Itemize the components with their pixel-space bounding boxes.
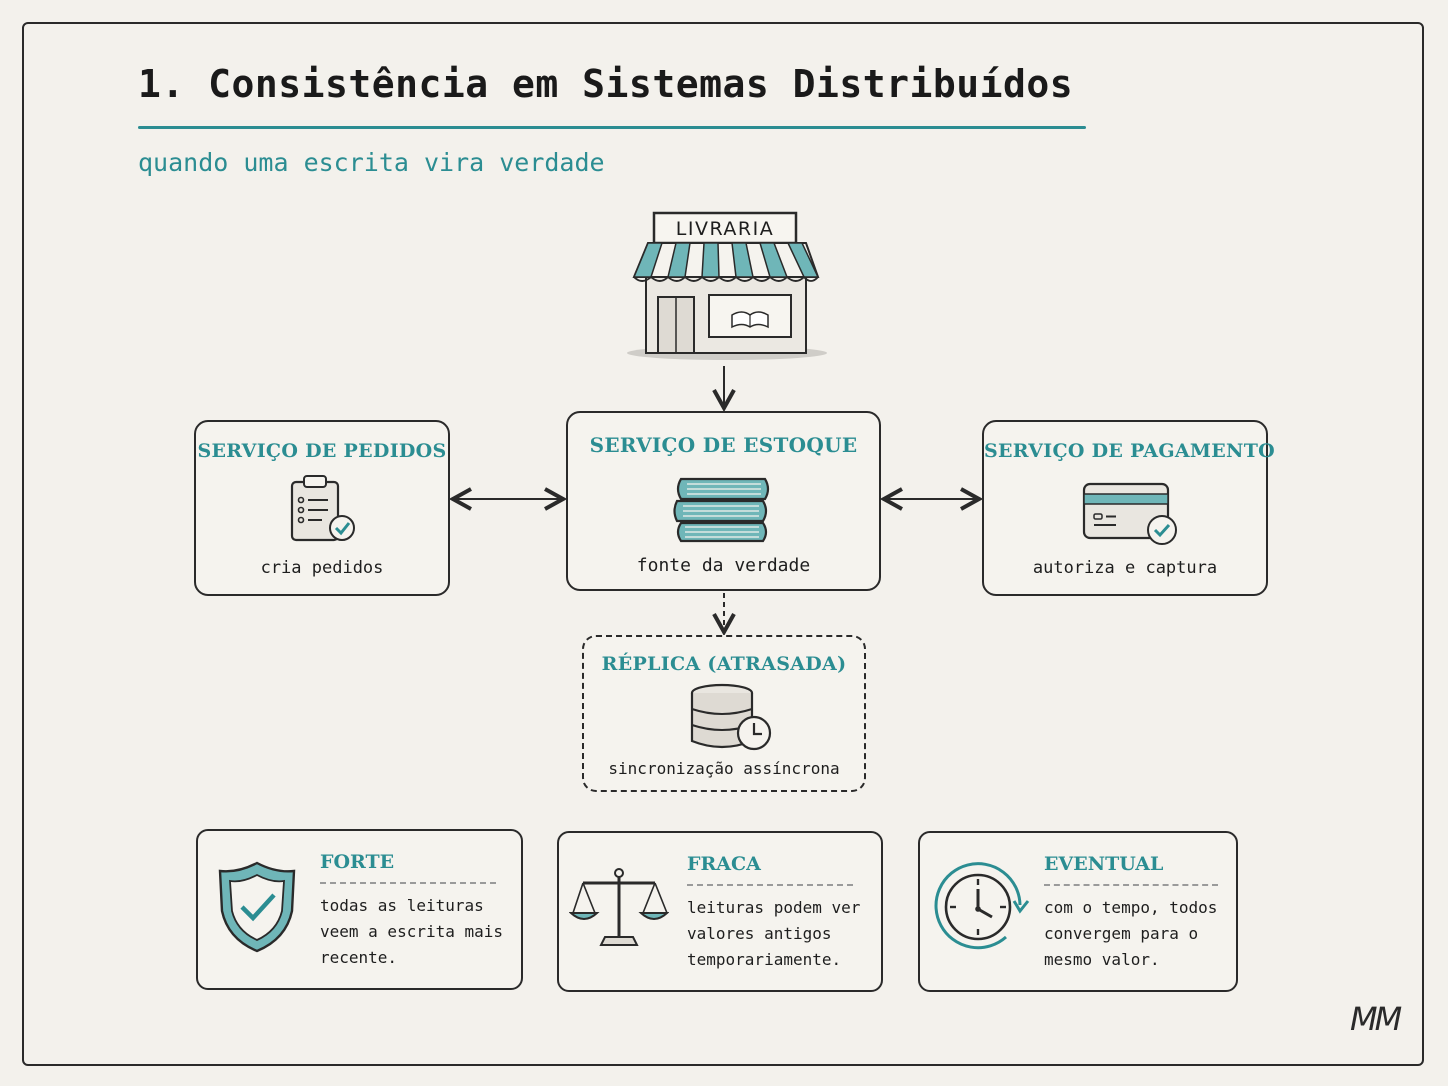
replica-box: RÉPLICA (ATRASADA) sincronização assíncr… (582, 635, 866, 792)
eventual-card-line: mesmo valor. (1044, 950, 1160, 969)
payment-service-title: SERVIÇO DE PAGAMENTO (984, 440, 1275, 462)
strong-card-divider (320, 882, 496, 884)
clock-cycle-icon (934, 862, 1030, 950)
eventual-card-text: com o tempo, todos convergem para o mesm… (1044, 895, 1217, 973)
shield-check-icon (218, 861, 296, 953)
orders-service-title: SERVIÇO DE PEDIDOS (197, 440, 447, 462)
weak-card-title: FRACA (687, 853, 761, 875)
database-clock-icon (690, 683, 772, 751)
eventual-card-line: convergem para o (1044, 924, 1199, 943)
weak-card-line: temporariamente. (687, 950, 842, 969)
inventory-service-title: SERVIÇO DE ESTOQUE (589, 433, 858, 457)
orders-service-caption: cria pedidos (260, 558, 384, 578)
eventual-card-divider (1044, 884, 1218, 886)
replica-caption: sincronização assíncrona (608, 759, 840, 778)
eventual-card-line: com o tempo, todos (1044, 898, 1218, 917)
bookstore-illustration: LIVRARIA (627, 211, 827, 360)
clipboard-check-icon (290, 475, 355, 542)
payment-service-box: SERVIÇO DE PAGAMENTO autoriza e captura (982, 420, 1275, 596)
strong-card-line: todas as leituras (320, 896, 484, 915)
page-subtitle: quando uma escrita vira verdade (138, 148, 605, 177)
inventory-service-box: SERVIÇO DE ESTOQUE fonte da verdade (566, 411, 881, 591)
eventual-consistency-card: EVENTUAL com o tempo, todos convergem pa… (918, 831, 1238, 992)
eventual-card-title: EVENTUAL (1044, 853, 1164, 875)
strong-card-text: todas as leituras veem a escrita mais re… (320, 893, 503, 971)
payment-service-caption: autoriza e captura (1032, 558, 1218, 578)
weak-card-text: leituras podem ver valores antigos tempo… (687, 895, 860, 973)
strong-card-line: recente. (320, 948, 398, 967)
title-underline (138, 126, 1086, 129)
weak-consistency-card: FRACA leituras podem ver valores antigos… (557, 831, 883, 992)
weak-card-divider (687, 884, 853, 886)
inventory-service-caption: fonte da verdade (636, 555, 811, 576)
store-sign-text: LIVRARIA (676, 218, 774, 240)
strong-card-line: veem a escrita mais (320, 922, 504, 941)
orders-service-box: SERVIÇO DE PEDIDOS cria pedidos (194, 420, 450, 596)
strong-consistency-card: FORTE todas as leituras veem a escrita m… (196, 829, 523, 990)
balance-scale-icon (569, 868, 669, 946)
author-signature: MM (1350, 1000, 1402, 1038)
book-stack-icon (673, 477, 770, 543)
weak-card-line: valores antigos (687, 924, 832, 943)
replica-title: RÉPLICA (ATRASADA) (601, 653, 847, 675)
page-title: 1. Consistência em Sistemas Distribuídos (138, 62, 1074, 106)
page-frame (22, 22, 1424, 1066)
strong-card-title: FORTE (320, 851, 395, 873)
credit-card-check-icon (1082, 482, 1177, 545)
weak-card-line: leituras podem ver (687, 898, 861, 917)
